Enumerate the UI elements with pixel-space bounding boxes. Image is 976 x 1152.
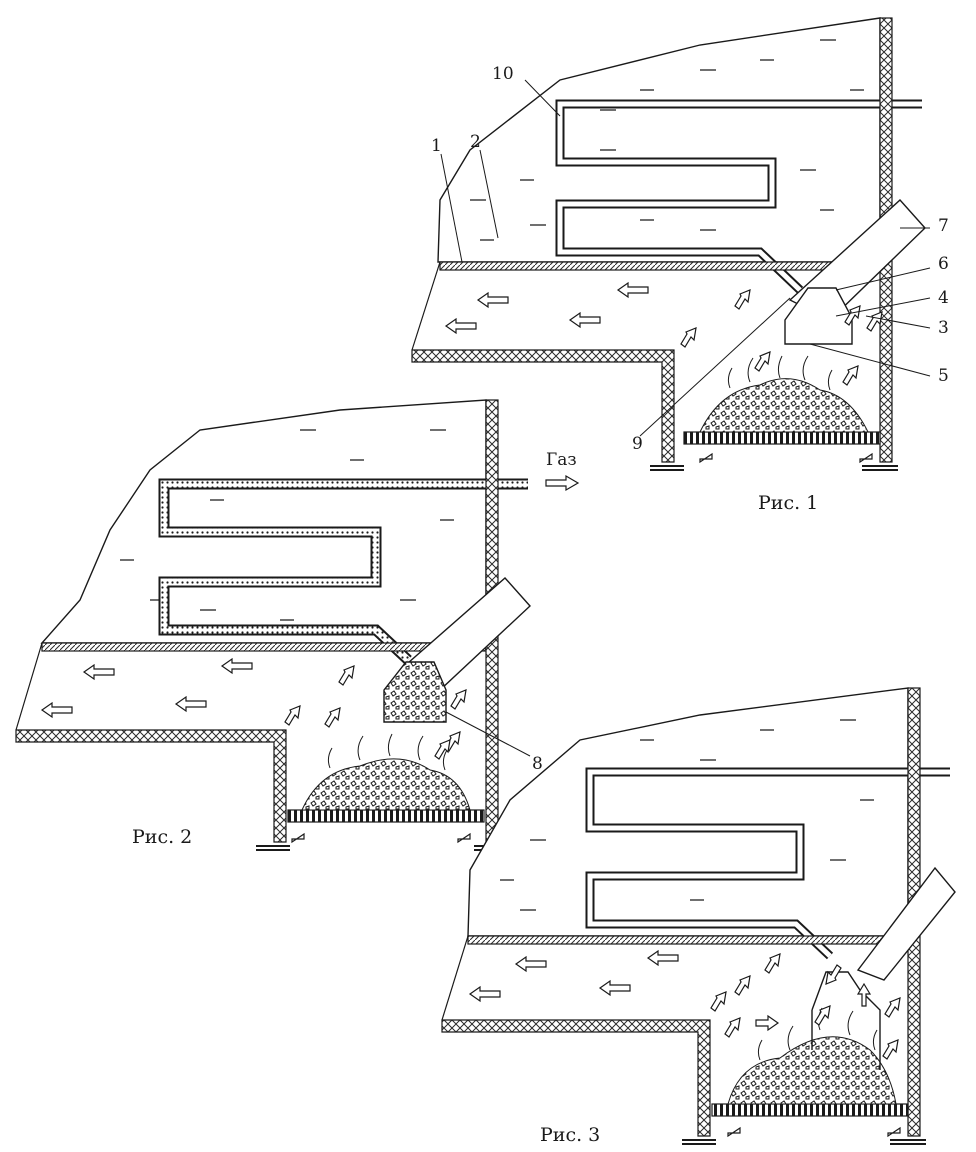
fig1-leader-lines	[440, 79, 931, 437]
fig1-flow-arrows	[444, 281, 883, 464]
fig2-water-dashes	[120, 429, 454, 621]
label-gas: Газ	[546, 450, 577, 470]
figure-1	[411, 17, 931, 471]
fig3-grate	[711, 1103, 909, 1117]
fig2-flames	[327, 733, 448, 771]
label-10: 10	[492, 64, 514, 84]
label-8: 8	[532, 754, 543, 774]
fig1-bottom-wall	[411, 349, 675, 463]
fig3-water-dashes	[500, 719, 874, 911]
label-3: 3	[938, 318, 949, 338]
fig3-water-volume	[467, 687, 909, 937]
fig1-grate	[683, 431, 881, 445]
fig2-fuel-bed	[301, 758, 471, 811]
figure-2	[15, 399, 580, 851]
label-9: 9	[632, 434, 643, 454]
fig3-flue-plate	[467, 935, 909, 945]
fig3-burner-open	[811, 971, 881, 1070]
fig3-flow-arrows	[468, 949, 901, 1138]
fig2-burner-box	[383, 661, 447, 723]
fig2-base-plates	[256, 845, 510, 851]
fig2-water-volume	[40, 399, 487, 644]
fig1-base-plates	[650, 465, 898, 471]
label-5: 5	[938, 366, 949, 386]
fig2-flue-plate	[41, 642, 487, 652]
fig1-water-dashes	[470, 39, 864, 241]
caption-fig2: Рис. 2	[132, 826, 193, 848]
fig2-leader-lines	[445, 711, 531, 757]
fig3-fuel-bed	[727, 1036, 897, 1105]
label-6: 6	[938, 254, 949, 274]
fig1-water-volume	[437, 17, 881, 263]
fig2-flow-arrows	[40, 474, 580, 844]
label-4: 4	[938, 288, 949, 308]
fig1-flue-plate	[439, 261, 881, 271]
fig1-flames	[727, 355, 833, 391]
label-7: 7	[938, 216, 949, 236]
fig2-grate	[287, 809, 485, 823]
label-1: 1	[431, 136, 442, 156]
fig2-bottom-wall	[15, 729, 287, 843]
label-2: 2	[470, 132, 481, 152]
caption-fig3: Рис. 3	[540, 1124, 601, 1146]
fig3-bottom-wall	[441, 1019, 711, 1137]
fig1-fuel-bed	[699, 378, 869, 433]
fig3-base-plates	[682, 1139, 926, 1145]
fig3-duct	[856, 866, 956, 981]
figure-3	[441, 687, 956, 1145]
caption-fig1: Рис. 1	[758, 492, 819, 514]
